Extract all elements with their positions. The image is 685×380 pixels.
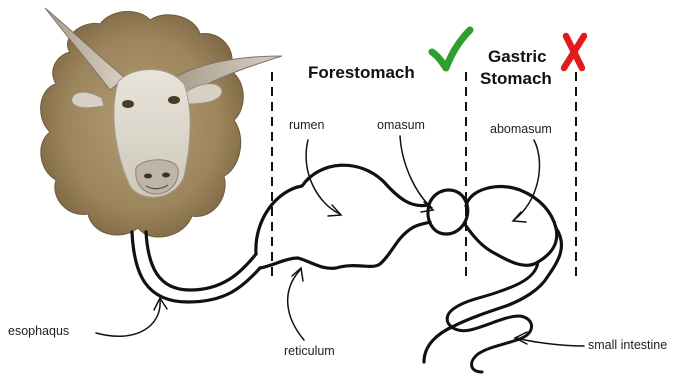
abomasum-label: abomasum <box>490 122 552 136</box>
abomasum-pointer <box>514 140 540 220</box>
gastric-stomach-heading-line1: Gastric <box>488 46 547 67</box>
sheep-nostril-right <box>162 173 170 178</box>
sheep-eye-left <box>122 100 134 108</box>
omasum-pointer <box>400 136 432 208</box>
rumen-reticulum-outline <box>256 165 430 268</box>
sheep-head-illustration <box>41 8 282 237</box>
esophagus-inner <box>146 232 256 290</box>
forestomach-heading: Forestomach <box>308 62 415 83</box>
esophagus-outer <box>132 232 260 302</box>
region-dividers <box>272 72 576 282</box>
small-intestine-label: small intestine <box>588 338 667 352</box>
small-intestine-pointer <box>516 338 584 346</box>
sheep-nostril-left <box>144 174 152 179</box>
reticulum-label: reticulum <box>284 344 335 358</box>
abomasum-outline <box>466 187 557 266</box>
gastric-stomach-heading-line2: Stomach <box>480 68 552 89</box>
small-intestine-coils <box>447 262 538 372</box>
abomasum-pointer-head <box>513 212 526 222</box>
omasum-label: omasum <box>377 118 425 132</box>
sheep-eye-right <box>168 96 180 104</box>
esophagus-pointer <box>96 300 160 336</box>
esophagus-label: esophaqus <box>8 324 69 338</box>
omasum-outline <box>428 190 468 234</box>
reticulum-pointer <box>288 270 304 340</box>
rumen-label: rumen <box>289 118 324 132</box>
cross-icon <box>564 36 584 68</box>
check-icon <box>432 30 470 68</box>
